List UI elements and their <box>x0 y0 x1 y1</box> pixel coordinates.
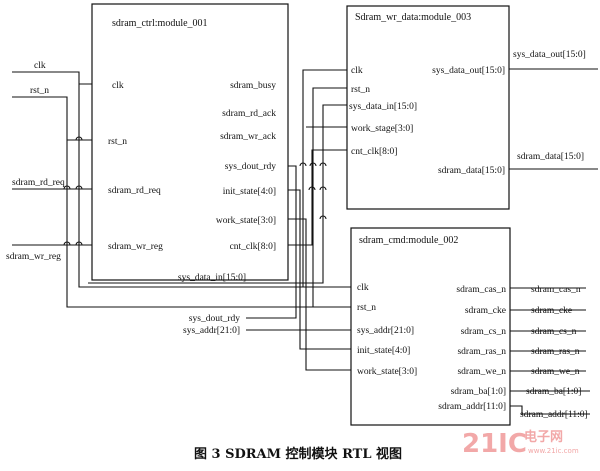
ctrl-port-sdram-rd-req: sdram_rd_req <box>108 186 161 196</box>
figure-caption: 图 3 SDRAM 控制模块 RTL 视图 <box>194 446 402 462</box>
wire-label-sys-dout-rdy: sys_dout_rdy <box>189 314 240 324</box>
output-sdram-cs-n-label: sdram_cs_n <box>531 327 577 337</box>
crossover-bumps <box>63 136 327 246</box>
output-sdram-ras-n-label: sdram_ras_n <box>531 347 580 357</box>
wr-port-cnt-clk: cnt_clk[8:0] <box>351 147 397 157</box>
output-sdram-cas-n-label: sdram_cas_n <box>531 285 581 295</box>
wr-port-sys-data-out: sys_data_out[15:0] <box>432 66 505 76</box>
cmd-port-init-state: init_state[4:0] <box>357 346 410 356</box>
wire-sys-data-in <box>88 104 347 284</box>
ctrl-port-sdram-rd-ack: sdram_rd_ack <box>222 109 276 119</box>
input-rst-n-label: rst_n <box>30 86 49 96</box>
output-sys-data-out-label: sys_data_out[15:0] <box>513 50 586 60</box>
cmd-port-sys-addr: sys_addr[21:0] <box>357 326 414 336</box>
wire-cnt-clk <box>288 149 347 246</box>
cmd-port-rst-n: rst_n <box>357 303 376 313</box>
wire-sys-dout-rdy <box>246 165 297 319</box>
ctrl-port-init-state: init_state[4:0] <box>223 187 276 197</box>
watermark-logo: 21IC 电子网 www.21ic.com <box>462 429 579 459</box>
input-sdram-rd-req-label: sdram_rd_req <box>12 178 65 188</box>
module-cmd-box <box>350 227 511 426</box>
cmd-port-sdram-cke: sdram_cke <box>465 306 506 316</box>
input-clk-label: clk <box>34 61 46 71</box>
wire-work-state <box>288 126 351 371</box>
wr-port-rst-n: rst_n <box>351 85 370 95</box>
wr-port-sys-data-in: sys_data_in[15:0] <box>349 102 417 112</box>
cmd-port-sdram-cas-n: sdram_cas_n <box>456 285 506 295</box>
output-sdram-ba-label: sdram_ba[1:0] <box>526 387 581 397</box>
wr-port-work-stage: work_stage[3:0] <box>351 124 413 134</box>
wr-port-sdram-data: sdram_data[15:0] <box>438 166 505 176</box>
output-sdram-addr-label: sdram_addr[11:0] <box>520 410 588 420</box>
ctrl-port-cnt-clk: cnt_clk[8:0] <box>230 242 276 252</box>
cmd-port-sdram-cs-n: sdram_cs_n <box>461 327 507 337</box>
cmd-port-clk: clk <box>357 283 369 293</box>
output-sdram-we-n-label: sdram_we_n <box>531 367 580 377</box>
ctrl-port-sdram-busy: sdram_busy <box>230 81 276 91</box>
wire-init-state <box>288 189 351 350</box>
watermark-url-text: www.21ic.com <box>528 447 579 455</box>
ctrl-port-rst-n: rst_n <box>108 137 127 147</box>
module-wr-box <box>346 5 510 210</box>
cmd-port-sdram-addr: sdram_addr[11:0] <box>438 402 506 412</box>
wire-label-sys-addr: sys_addr[21:0] <box>183 326 240 336</box>
module-ctrl-title: sdram_ctrl:module_001 <box>112 18 208 29</box>
cmd-port-sdram-ras-n: sdram_ras_n <box>457 347 506 357</box>
cmd-port-sdram-we-n: sdram_we_n <box>457 367 506 377</box>
module-ctrl-box <box>91 3 289 281</box>
ctrl-port-clk: clk <box>112 81 124 91</box>
ctrl-port-sdram-wr-ack: sdram_wr_ack <box>220 132 276 142</box>
ctrl-port-sys-dout-rdy: sys_dout_rdy <box>225 162 276 172</box>
output-sdram-data-label: sdram_data[15:0] <box>517 152 584 162</box>
cmd-port-work-state: work_state[3:0] <box>357 367 417 377</box>
wire-sdram-addr <box>510 405 590 415</box>
module-cmd-title: sdram_cmd:module_002 <box>359 235 458 246</box>
ctrl-port-sdram-wr-reg: sdram_wr_reg <box>108 242 163 252</box>
wire-label-sys-data-in: sys_data_in[15:0] <box>178 273 246 283</box>
input-sdram-wr-reg-label: sdram_wr_reg <box>6 252 61 262</box>
output-sdram-cke-label: sdram_cke <box>531 306 572 316</box>
watermark-big-text: 21IC <box>462 429 527 459</box>
ctrl-port-work-state: work_state[3:0] <box>216 216 276 226</box>
wr-port-clk: clk <box>351 66 363 76</box>
wire-rst-n <box>12 87 351 308</box>
module-wr-title: Sdram_wr_data:module_003 <box>355 12 471 23</box>
watermark-cn-text: 电子网 <box>524 429 563 445</box>
wire-clk <box>12 69 351 288</box>
cmd-port-sdram-ba: sdram_ba[1:0] <box>451 387 506 397</box>
